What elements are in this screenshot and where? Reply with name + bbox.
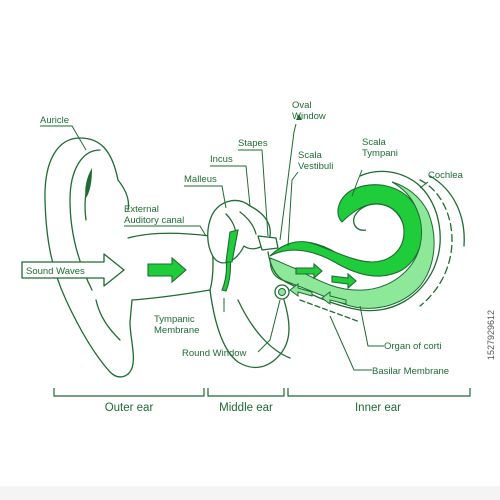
- fluid-arrow-3: [321, 291, 347, 305]
- label-cochlea: Cochlea: [428, 170, 464, 181]
- scala-vestibuli-fill: [269, 184, 423, 277]
- malleus-handle: [225, 229, 239, 263]
- label-external-canal-2: Auditory canal: [124, 215, 184, 226]
- fluid-arrow-4: [289, 283, 313, 297]
- label-tympanic-2: Membrane: [154, 325, 199, 336]
- fluid-arrow-2: [331, 272, 357, 290]
- label-sound-waves: Sound Waves: [26, 266, 85, 277]
- label-scala-vestibuli-1: Scala: [298, 150, 322, 161]
- sound-waves-arrow: [21, 253, 125, 287]
- cochlea: [267, 170, 465, 323]
- label-tympanic-1: Tympanic: [154, 314, 195, 325]
- label-scala-vestibuli-2: Vestibuli: [298, 161, 333, 172]
- auricle-shape: [44, 137, 135, 378]
- section-inner-ear: Inner ear: [355, 402, 401, 414]
- stapes-shape: [257, 235, 279, 251]
- section-brackets: [53, 388, 471, 397]
- label-round-window: Round Window: [182, 348, 247, 359]
- oval-window-marker: [296, 114, 302, 120]
- label-scala-tympani-2: Tympani: [362, 148, 398, 159]
- scala-tympani-fill: [269, 181, 435, 309]
- section-outer-ear: Outer ear: [105, 402, 154, 414]
- watermark-id: 1527929612: [486, 310, 496, 361]
- label-external-canal-1: External: [124, 204, 159, 215]
- ossicles-malleus-incus: [207, 199, 271, 264]
- label-malleus: Malleus: [184, 174, 217, 185]
- label-oval-window-2: Window: [292, 111, 326, 122]
- label-incus: Incus: [210, 154, 233, 165]
- label-basilar-membrane: Basilar Membrane: [372, 366, 449, 377]
- auditory-canal: [127, 232, 211, 301]
- watermark-bar: [0, 486, 500, 500]
- label-oval-window-1: Oval: [292, 100, 312, 111]
- middle-ear: [207, 199, 291, 369]
- sound-arrow-green: [147, 256, 187, 284]
- fluid-arrow-1: [295, 262, 323, 280]
- leader-lines: [40, 114, 429, 371]
- section-middle-ear: Middle ear: [219, 402, 273, 414]
- label-organ-of-corti: Organ of corti: [384, 341, 442, 352]
- label-scala-tympani-1: Scala: [362, 137, 386, 148]
- label-stapes: Stapes: [238, 138, 268, 149]
- label-auricle: Auricle: [40, 115, 69, 126]
